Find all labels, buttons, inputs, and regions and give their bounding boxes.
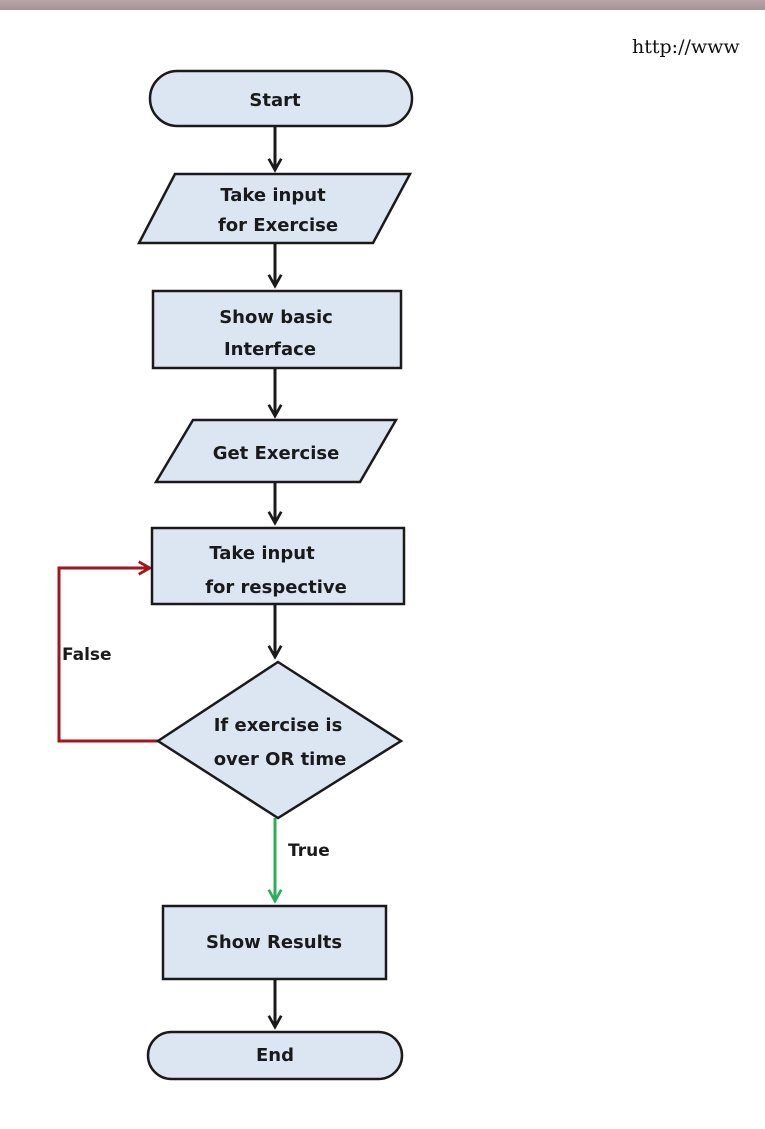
input-respective-node: Take input for respective bbox=[150, 526, 406, 606]
input-exercise-node-label-line1: Take input bbox=[220, 185, 326, 206]
edge-decision-false-loop bbox=[57, 568, 158, 743]
show-interface-node: Show basic Interface bbox=[151, 289, 403, 370]
show-results-node-label: Show Results bbox=[206, 932, 342, 953]
input-exercise-node-shape bbox=[136, 172, 413, 245]
show-interface-node-shape bbox=[151, 289, 403, 370]
show-results-node: Show Results bbox=[161, 904, 388, 981]
show-interface-node-label-line2: Interface bbox=[224, 339, 316, 360]
end-node: End bbox=[146, 1030, 404, 1081]
input-exercise-node-label-line2: for Exercise bbox=[218, 215, 338, 236]
decision-node: If exercise is over OR time bbox=[155, 660, 404, 820]
end-node-label: End bbox=[256, 1045, 294, 1066]
start-node-shape bbox=[148, 69, 414, 128]
decision-node-label-line1: If exercise is bbox=[214, 715, 343, 736]
input-respective-node-label-line1: Take input bbox=[209, 543, 315, 564]
decision-node-shape bbox=[155, 660, 404, 820]
get-exercise-node-label: Get Exercise bbox=[213, 443, 340, 464]
input-respective-node-shape bbox=[150, 526, 406, 606]
show-results-node-shape bbox=[161, 904, 388, 981]
false-edge-label: False bbox=[62, 645, 112, 665]
input-exercise-node: Take input for Exercise bbox=[136, 172, 413, 245]
input-respective-node-label-line2: for respective bbox=[205, 577, 347, 598]
page-top-border bbox=[0, 0, 765, 10]
start-node: Start bbox=[148, 69, 414, 128]
url-fragment: http://www bbox=[632, 36, 740, 58]
end-node-shape bbox=[146, 1030, 404, 1081]
decision-node-label-line2: over OR time bbox=[214, 749, 347, 770]
start-node-label: Start bbox=[249, 90, 301, 111]
true-edge-label: True bbox=[288, 841, 330, 861]
get-exercise-node-shape bbox=[153, 418, 399, 484]
get-exercise-node: Get Exercise bbox=[153, 418, 399, 484]
show-interface-node-label-line1: Show basic bbox=[219, 307, 333, 328]
